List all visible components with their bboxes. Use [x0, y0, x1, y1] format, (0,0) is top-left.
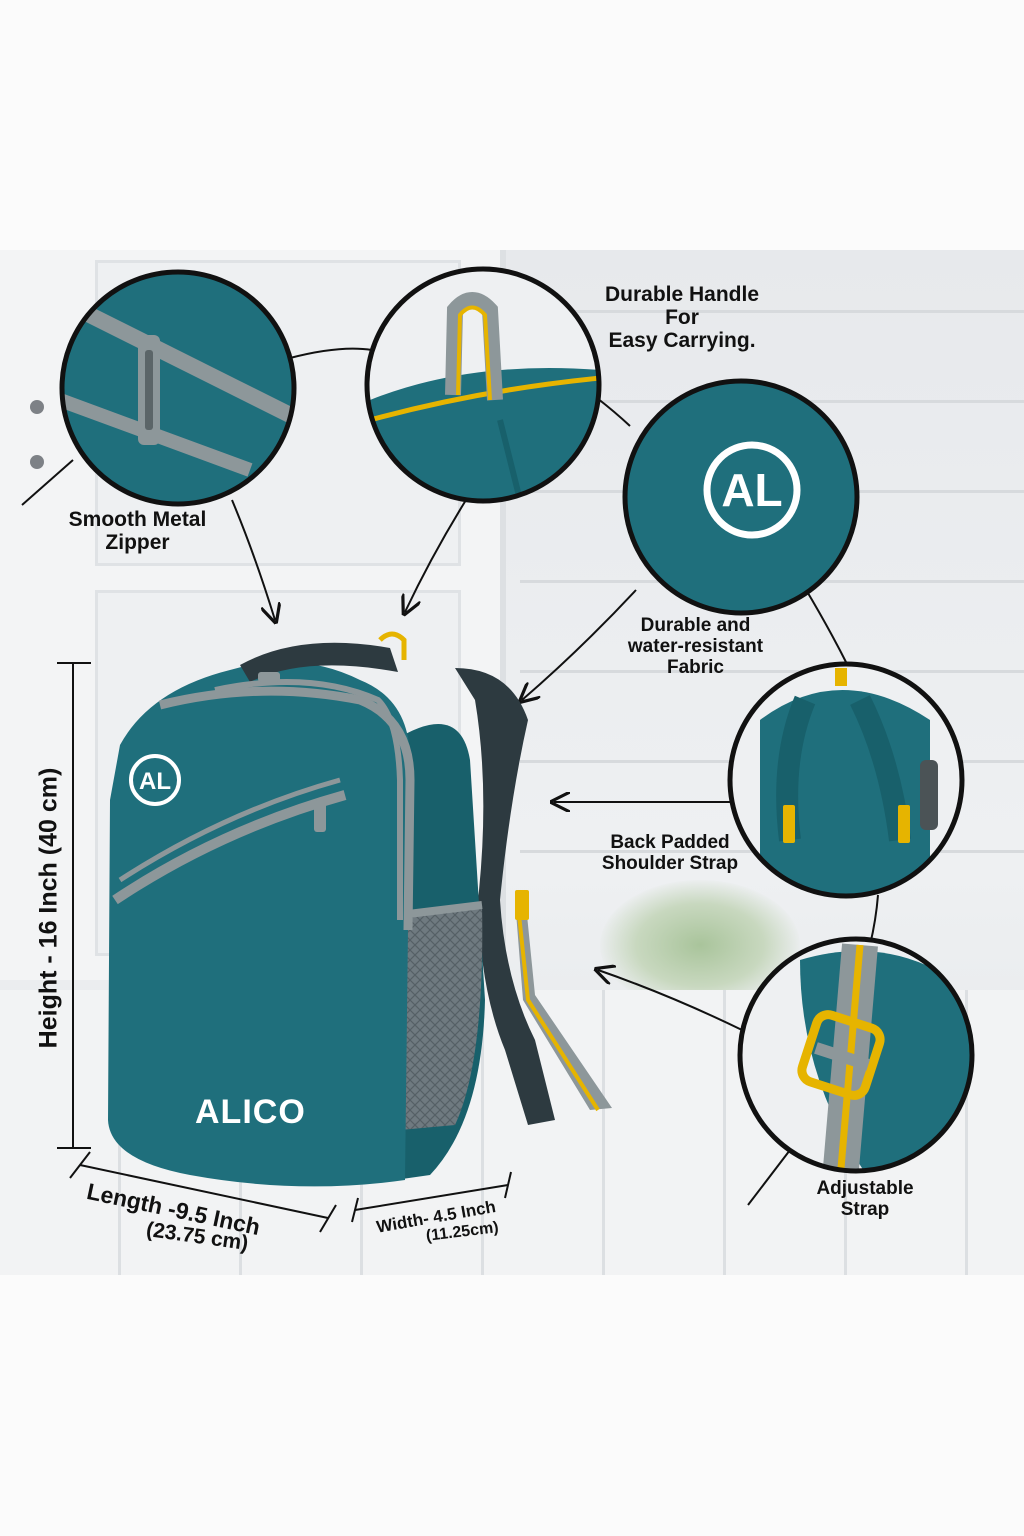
zipper-callout-label: Smooth Metal Zipper — [68, 508, 207, 554]
door-knob — [30, 455, 44, 469]
bag-logo-mark: AL — [139, 768, 171, 795]
fabric-detail-circle: AL — [622, 378, 860, 616]
fabric-callout-label: Durable and water-resistant Fabric — [627, 615, 764, 678]
back-strap-callout-label: Back Padded Shoulder Strap — [601, 832, 739, 874]
strap-buckle — [515, 890, 529, 920]
zipper-pull — [314, 800, 326, 832]
wall-panel-line — [520, 670, 1024, 673]
handle-callout-label: Durable Handle For Easy Carrying. — [604, 283, 760, 352]
callout-arrows — [231, 499, 743, 1031]
fabric-logo-mark: AL — [721, 464, 782, 516]
back-strap-detail-circle — [727, 661, 965, 899]
backpack: AL — [108, 631, 612, 1187]
buckle-icon — [797, 1010, 885, 1100]
door-knob — [30, 400, 44, 414]
bag-logo-circle — [129, 754, 181, 806]
bag-brand-name: ALICO — [195, 1093, 306, 1131]
height-dimension-label: Height - 16 Inch (40 cm) — [34, 767, 63, 1049]
top-handle — [240, 642, 398, 682]
dimension-lines — [57, 662, 512, 1233]
adjustable-strap-callout-label: Adjustable Strap — [816, 1178, 914, 1220]
shoulder-strap — [455, 668, 555, 1125]
handle-detail-circle — [364, 266, 602, 504]
handle-icon — [445, 292, 503, 401]
zipper-detail-circle — [59, 269, 297, 507]
zipper-trim — [158, 686, 415, 931]
wall-panel-line — [520, 310, 1024, 313]
adjustable-strap-detail-circle — [737, 936, 975, 1174]
logo-icon — [703, 441, 801, 539]
